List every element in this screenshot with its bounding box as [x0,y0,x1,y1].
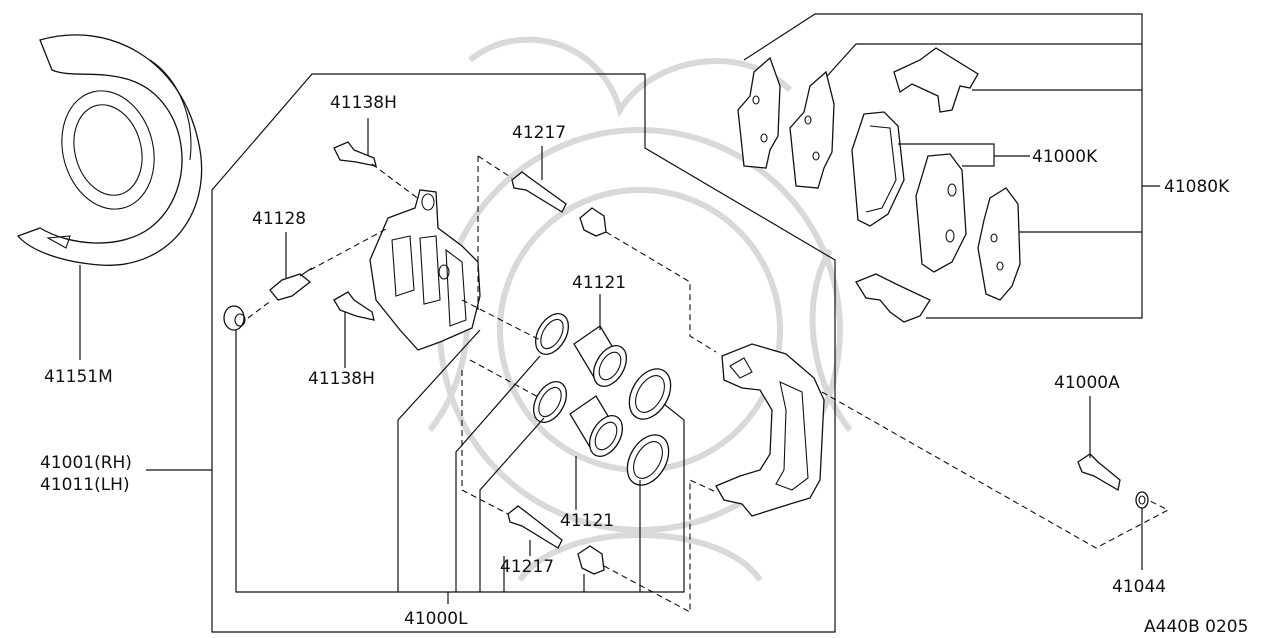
anti-squeal-shim-inner[interactable] [789,70,835,189]
dust-shield[interactable] [16,34,203,266]
brake-pad-inner[interactable] [915,153,967,273]
caliper-bolt-bottom[interactable] [333,291,375,321]
piston-seal-top[interactable] [529,308,575,360]
dust-boot-bottom[interactable] [619,428,677,493]
pin-boot-bottom[interactable] [577,545,605,575]
bleeder-screw[interactable] [269,267,313,301]
label-41128: 41128 [252,209,306,229]
torque-member[interactable] [715,343,825,517]
pad-shim-plate[interactable] [977,187,1021,301]
label-41011: 41011(LH) [40,475,130,495]
piston-bottom[interactable] [569,395,629,462]
piston-seal-bottom[interactable] [527,376,573,428]
caliper-bolt-top[interactable] [333,141,377,167]
pad-retainer-clip-bottom[interactable] [855,273,931,323]
bleeder-cap[interactable] [223,305,246,331]
lock-washer[interactable] [1135,491,1149,509]
pad-kit-bracket [743,13,1160,319]
label-41044: 41044 [1112,577,1166,597]
brake-pad-outer[interactable] [851,111,905,227]
drawing-code: A440B 0205 [1144,617,1248,637]
guide-pin-bottom[interactable] [507,505,563,549]
label-41138H-bottom: 41138H [308,369,375,389]
seal-kit-leader-lines [397,329,685,604]
label-41217-bottom: 41217 [500,557,554,577]
piston-top[interactable] [573,325,633,392]
label-41000A: 41000A [1054,373,1120,393]
label-41000K: 41000K [1032,147,1098,167]
pin-boot-top[interactable] [579,207,607,237]
label-41121-top: 41121 [572,273,626,293]
label-41080K: 41080K [1164,177,1230,197]
label-41138H-top: 41138H [330,93,397,113]
label-41217-top: 41217 [512,123,566,143]
caliper-assembly-frame [211,73,836,633]
label-41121-bottom: 41121 [560,511,614,531]
label-41001: 41001(RH) [40,453,132,473]
mounting-bolt[interactable] [1077,453,1121,492]
caliper-body[interactable] [369,189,481,351]
pad-retainer-clip-top[interactable] [893,47,979,113]
guide-pin-top[interactable] [511,171,567,213]
label-41000L: 41000L [404,609,468,629]
anti-squeal-shim-outer[interactable] [737,56,781,169]
label-41151M: 41151M [44,367,113,387]
dust-boot-top[interactable] [621,362,679,427]
